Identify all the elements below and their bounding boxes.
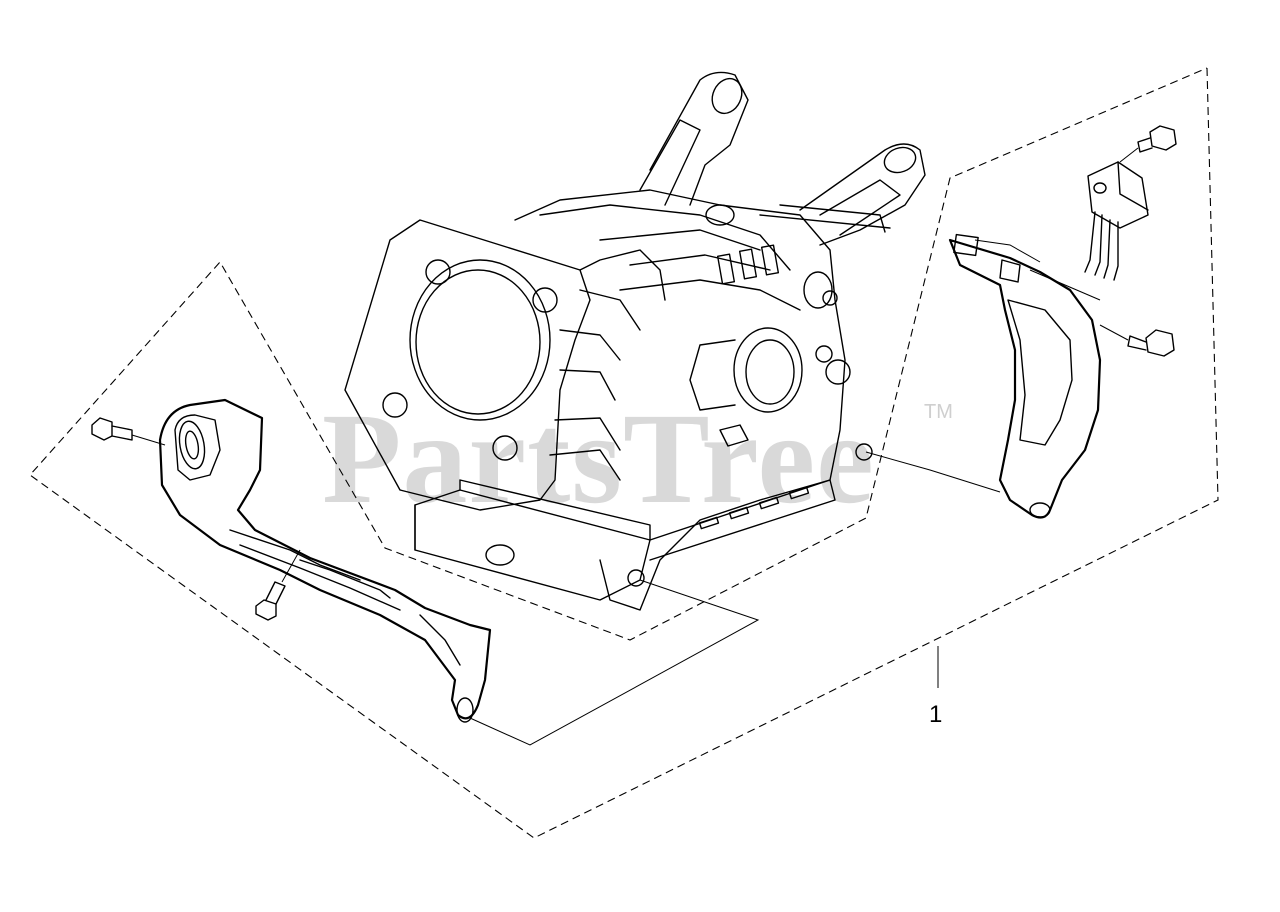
watermark-trademark: TM: [924, 401, 953, 423]
callout-1[interactable]: 1: [929, 701, 942, 728]
bolt-icon[interactable]: [1099, 324, 1175, 357]
right-cover-plate-icon[interactable]: [948, 233, 1102, 519]
callout-label: 1: [929, 701, 942, 728]
watermark-text: PartsTree: [322, 387, 875, 531]
ignition-coil-icon[interactable]: [1084, 161, 1149, 281]
bolt-icon[interactable]: [91, 417, 166, 446]
bolt-icon[interactable]: [1119, 125, 1177, 163]
engine-block-icon[interactable]: [344, 71, 926, 611]
watermark: PartsTree TM: [322, 387, 953, 531]
bolt-icon[interactable]: [255, 549, 301, 621]
leader-lines: [469, 239, 1041, 746]
assembly-boundary: [29, 67, 1219, 839]
left-cover-plate-icon[interactable]: [158, 398, 492, 723]
